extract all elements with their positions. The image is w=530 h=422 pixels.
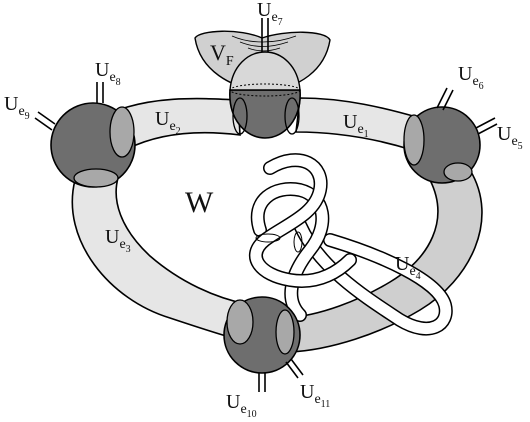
- ball-bottom-disk-left: [226, 299, 254, 345]
- tube-e3: [71, 177, 252, 341]
- leg-e11: [285, 358, 304, 379]
- label-ue8: Ue8: [95, 59, 121, 88]
- knot-strand: [294, 219, 452, 335]
- ball-top-cap: [229, 51, 301, 91]
- label-ue5: Ue5: [497, 123, 523, 152]
- legs: [34, 18, 498, 392]
- label-ue10: Ue10: [226, 391, 257, 420]
- leg-e8: [96, 82, 104, 103]
- label-ue9: Ue9: [4, 93, 30, 122]
- label-ue4: Ue4: [395, 253, 421, 282]
- label-w: W: [185, 186, 214, 219]
- vf-web: [231, 35, 297, 52]
- knot: [248, 153, 453, 336]
- ball-top: [229, 51, 301, 139]
- ball-right: [403, 106, 481, 184]
- labels: W VF Ue1 Ue2 Ue3 Ue4 Ue5 Ue6 Ue7 Ue8 Ue9…: [4, 0, 523, 420]
- label-vf: VF: [210, 40, 234, 69]
- ball-bottom-disk-right: [275, 309, 295, 355]
- label-ue1: Ue1: [343, 111, 369, 140]
- leg-e10: [258, 373, 266, 392]
- label-ue11: Ue11: [300, 381, 330, 410]
- ball-bottom: [223, 296, 301, 374]
- leg-e5: [475, 117, 498, 135]
- knot-strand: [250, 154, 356, 287]
- leg-e6: [436, 87, 454, 111]
- ball-top-right-disk: [284, 97, 300, 135]
- ball-top-left-disk: [232, 97, 248, 135]
- ball-left-disk-right: [109, 106, 135, 158]
- label-ue2: Ue2: [155, 108, 181, 137]
- leg-e9: [34, 111, 56, 131]
- label-ue6: Ue6: [458, 63, 484, 92]
- ball-left-disk-bottom: [73, 168, 119, 188]
- ball-top-rim: [229, 83, 301, 97]
- label-ue3: Ue3: [105, 226, 131, 255]
- meridian-disk: [255, 233, 281, 243]
- ball-right-disk-bottom: [443, 162, 473, 182]
- ball-left: [50, 102, 136, 188]
- label-ue7: Ue7: [257, 0, 283, 28]
- meridian-disk: [293, 231, 303, 253]
- leg-e7: [261, 18, 269, 52]
- ball-right-disk-left: [403, 114, 425, 166]
